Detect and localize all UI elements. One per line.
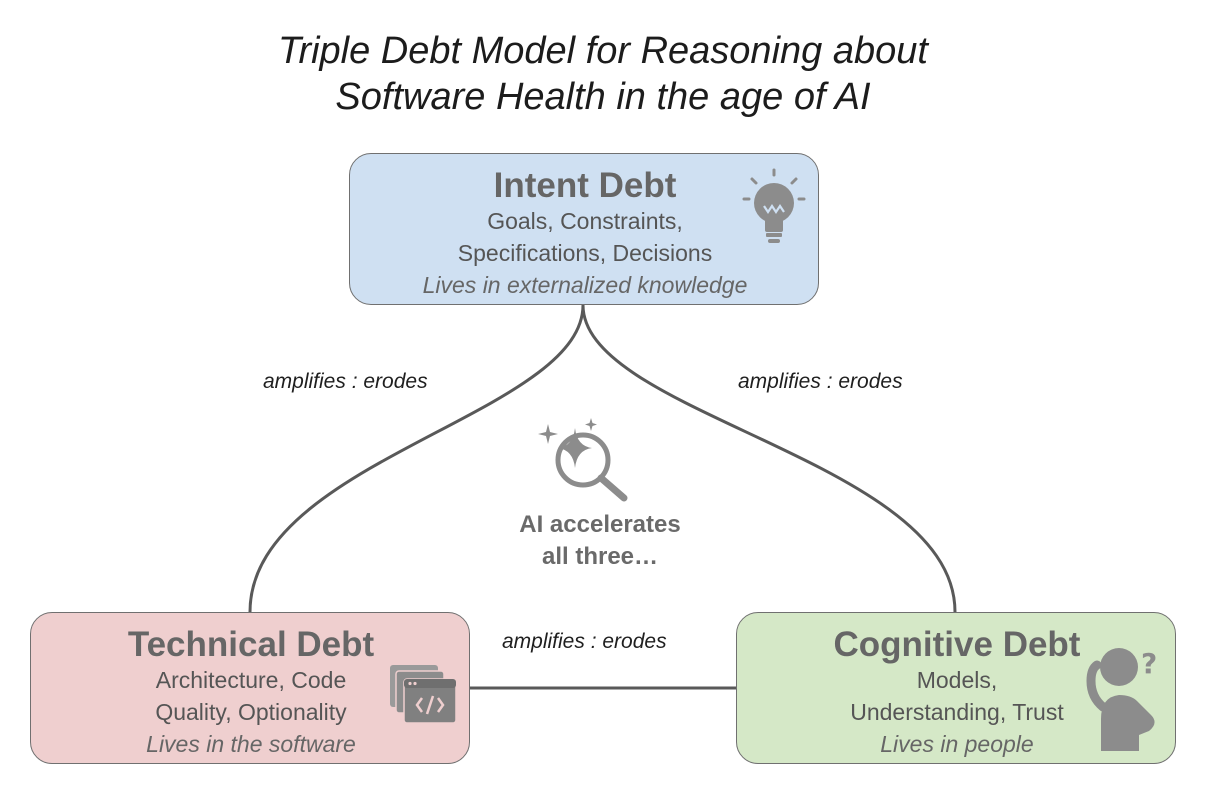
intent-debt-line-2: Specifications, Decisions (457, 240, 713, 266)
ai-accelerates-line-1: AI accelerates (519, 511, 681, 538)
svg-text:?: ? (1141, 647, 1157, 680)
cognitive-debt-title: Cognitive Debt (833, 625, 1081, 664)
edge-intent-cognitive (581, 304, 957, 613)
lightbulb-icon (742, 168, 806, 243)
technical-debt-lives: Lives in the software (146, 731, 356, 757)
intent-debt-title: Intent Debt (493, 166, 677, 205)
edge-label-intent-cognitive: amplifies : erodes (738, 370, 903, 393)
edge-intent-technical (248, 304, 585, 613)
technical-debt-line-1: Architecture, Code (155, 667, 347, 693)
diagram-title-line-1: Triple Debt Model for Reasoning about (278, 30, 928, 72)
edge-label-intent-technical: amplifies : erodes (263, 370, 428, 393)
diagram-title-line-2: Software Health in the age of AI (335, 76, 871, 118)
technical-debt-node: Technical Debt Architecture, Code Qualit… (30, 612, 470, 764)
edge-label-technical-cognitive: amplifies : erodes (502, 630, 667, 653)
intent-debt-node: Intent Debt Goals, Constraints, Specific… (349, 153, 819, 305)
ai-accelerates-line-2: all three… (541, 543, 659, 570)
code-window-icon (390, 665, 457, 724)
technical-debt-title: Technical Debt (127, 625, 375, 664)
intent-debt-lives: Lives in externalized knowledge (422, 272, 748, 298)
technical-debt-line-2: Quality, Optionality (155, 699, 347, 725)
cognitive-debt-node: Cognitive Debt Models, Understanding, Tr… (736, 612, 1176, 764)
ai-sparkle-search-icon (538, 418, 628, 502)
cognitive-debt-lives: Lives in people (880, 731, 1034, 757)
intent-debt-line-1: Goals, Constraints, (487, 208, 683, 234)
cognitive-debt-line-1: Models, (916, 667, 998, 693)
cognitive-debt-line-2: Understanding, Trust (850, 699, 1064, 725)
confused-person-icon: ? (1086, 647, 1157, 751)
